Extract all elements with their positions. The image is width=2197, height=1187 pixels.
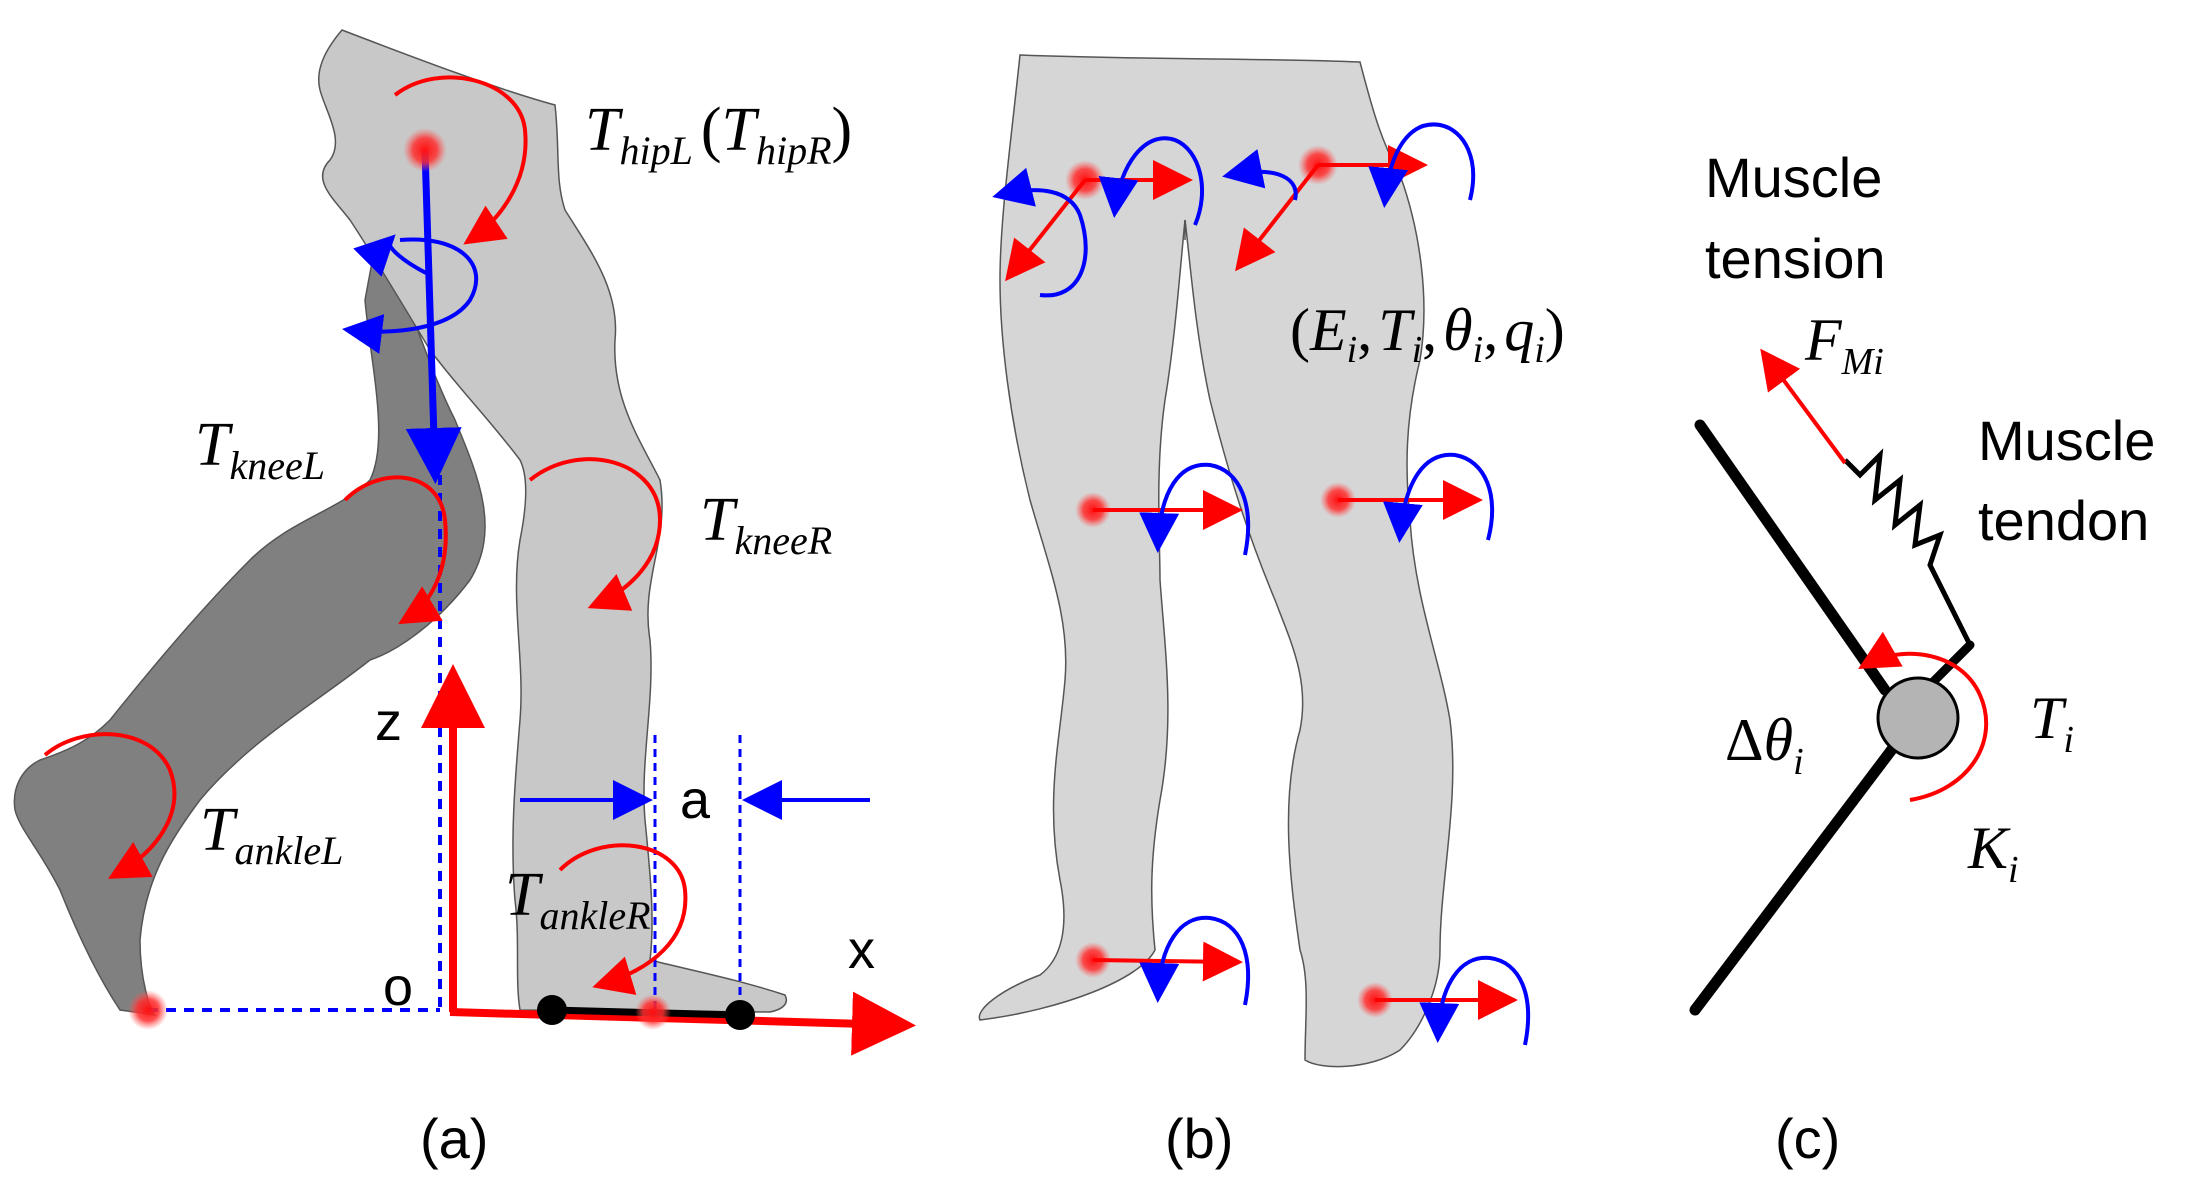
- muscle-tendon-label-2: tendon: [1978, 489, 2149, 552]
- torque-label: Ti: [2030, 685, 2074, 761]
- panel-a: ThipL(ThipR) TkneeL TkneeR TankleL Tankl…: [13, 29, 916, 1170]
- joint-torque-arrow: [1858, 631, 1989, 802]
- muscle-tension-label-1: Muscle: [1705, 146, 1882, 209]
- foot-contact-dot-right: [725, 1000, 755, 1030]
- muscle-force-arrow: [1760, 348, 1847, 465]
- b-ankle-right-roll-arrow: [1419, 955, 1531, 1046]
- panel-b: (Ei,Ti,θi,qi) (b): [978, 54, 1565, 1170]
- joint-ball: [1876, 676, 1960, 760]
- upper-segment: [1694, 419, 1891, 696]
- caption-b: (b): [1165, 1107, 1233, 1170]
- b-hip-left-roll-arrow: [1098, 136, 1204, 226]
- right-ankle-joint: [635, 994, 671, 1030]
- knee-left-torque-arrow: [343, 475, 448, 625]
- ankle-right-torque-label: TankleR: [505, 861, 651, 938]
- hip-torque-label: ThipL(ThipR): [585, 96, 852, 173]
- stiffness-label: Ki: [1967, 815, 2019, 891]
- b-hip-left-diag-arrow: [1005, 178, 1087, 282]
- foot-contact-dot-left: [537, 995, 567, 1025]
- origin-label: o: [383, 957, 413, 1017]
- ankle-left-torque-label: TankleL: [200, 796, 343, 873]
- x-axis-arrow: [449, 991, 916, 1056]
- state-variables-label: (Ei,Ti,θi,qi): [1290, 297, 1565, 371]
- hip-joint: [403, 128, 447, 172]
- muscle-tension-label-2: tension: [1705, 227, 1886, 290]
- caption-a: (a): [420, 1107, 488, 1170]
- knee-left-torque-label: TkneeL: [195, 411, 325, 488]
- ankle-right-torque-arrow: [558, 843, 688, 995]
- hip-axis-arrow: [405, 149, 462, 484]
- panel-c: Muscle tension Muscle tendon FMi Δθi Ti …: [1689, 146, 2155, 1170]
- b-hip-right-diag-arrow: [1235, 163, 1320, 272]
- b-ankle-left-roll-arrow: [1139, 915, 1251, 1006]
- x-axis-label: x: [848, 920, 875, 980]
- front-legs-shape: [978, 54, 1454, 1068]
- knee-right-torque-arrow: [528, 457, 663, 611]
- hip-torque-arrow: [393, 75, 528, 245]
- delta-theta-label: Δθi: [1725, 707, 1804, 783]
- b-hip-right-roll-arrow: [1368, 122, 1476, 208]
- hip-rotation-arrow: [342, 237, 478, 354]
- knee-right-torque-label: TkneeR: [700, 486, 832, 563]
- ankle-left-torque-arrow: [43, 732, 177, 879]
- b-hip-left-yaw-arrow: [992, 167, 1088, 298]
- muscle-force-label: FMi: [1804, 307, 1884, 383]
- hip-rotation-arrow-2: [353, 234, 431, 277]
- left-ankle-joint: [128, 990, 168, 1030]
- lower-segment: [1689, 742, 1899, 1016]
- b-hip-right-yaw-arrow: [1222, 149, 1298, 201]
- muscle-spring: [1843, 448, 1973, 647]
- b-knee-right-roll-arrow: [1382, 452, 1495, 543]
- dimension-a-label: a: [680, 770, 711, 830]
- b-knee-left-roll-arrow: [1139, 462, 1251, 556]
- z-axis-label: z: [375, 692, 402, 752]
- left-leg-shape: [13, 227, 486, 1017]
- muscle-tendon-label-1: Muscle: [1978, 409, 2155, 472]
- caption-c: (c): [1775, 1107, 1840, 1170]
